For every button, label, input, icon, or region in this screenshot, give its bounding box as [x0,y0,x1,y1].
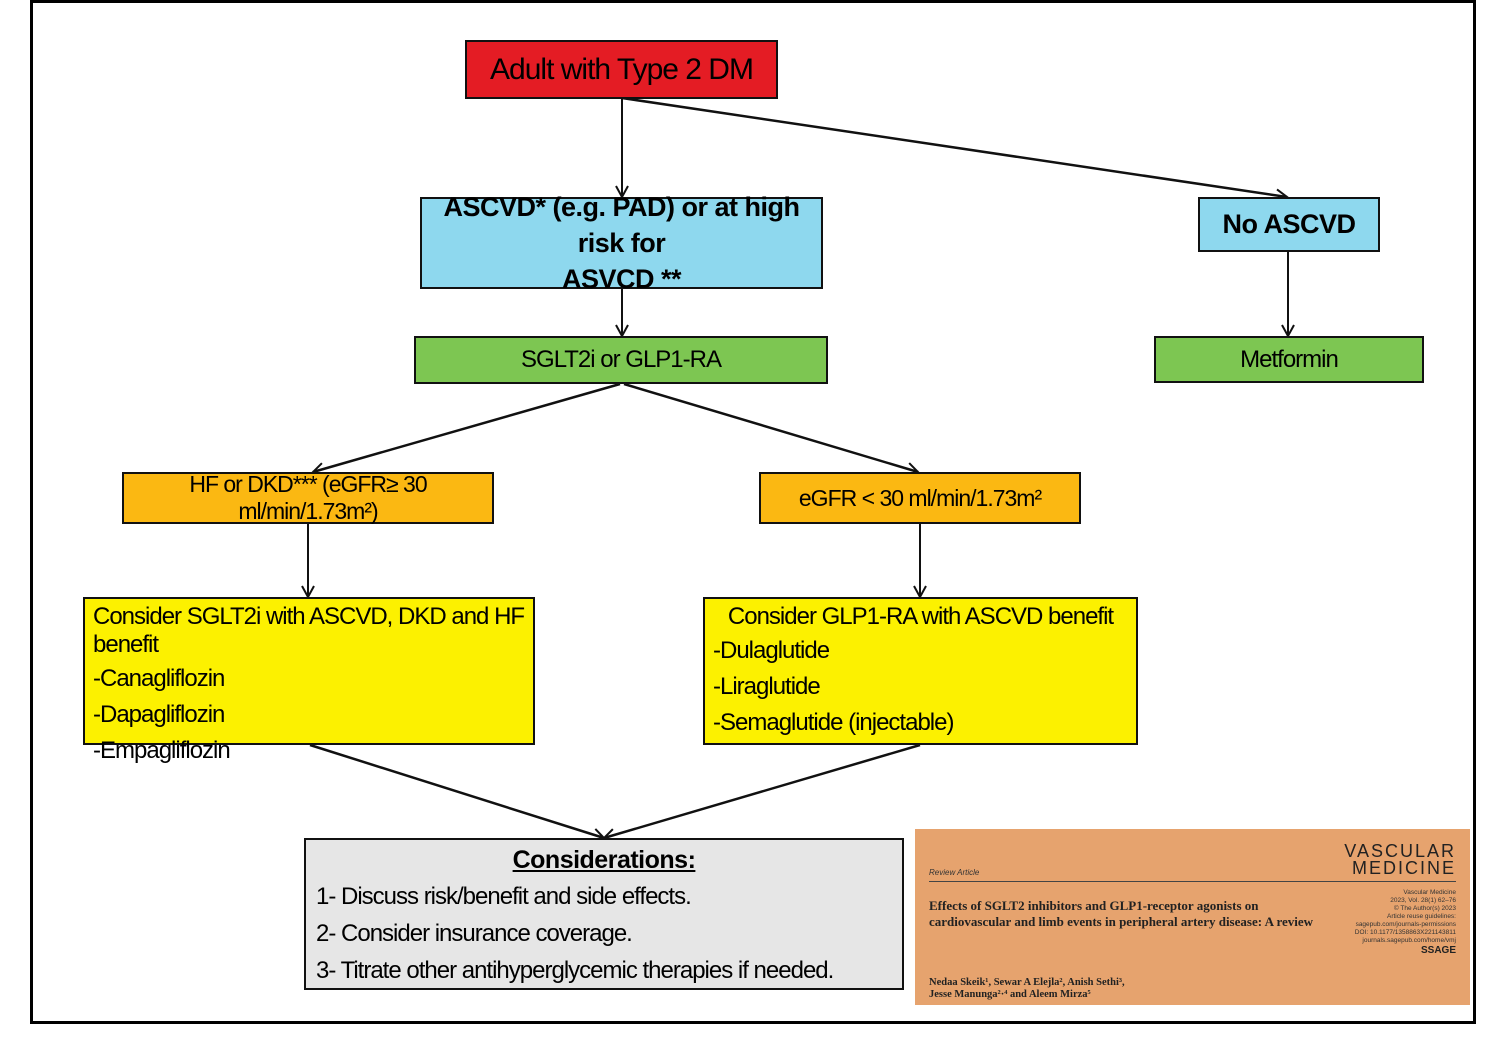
ascvd-label-line2: ASVCD ** [561,264,682,294]
journal-name-line1: VASCULAR [1344,841,1456,861]
edge-sglt2-hf [313,382,621,472]
authors-line: Jesse Manunga²·⁴ and Aleem Mirza⁵ [929,989,1091,1000]
metformin-label: Metformin [1240,345,1339,373]
sglt2-or-glp1-label: SGLT2i or GLP1-RA [521,346,722,373]
meta-line: sagepub.com/journals-permissions [1355,921,1456,928]
journal-logo: VASCULAR MEDICINE [1344,841,1456,878]
paper-title: Effects of SGLT2 inhibitors and GLP1-rec… [929,898,1314,929]
article-meta: Vascular Medicine 2023, Vol. 28(1) 62–76… [1316,889,1456,945]
edge-sglt2box-cons [309,743,604,838]
paper-authors: Nedaa Skeik¹, Sewar A Elejla², Anish Set… [929,977,1269,1001]
meta-line: © The Author(s) 2023 [1393,905,1456,912]
glp1-drug-item: -Dulaglutide [713,637,830,664]
edge-sglt2-egfr [623,382,918,472]
sglt2-drug-item: -Canagliflozin [93,665,225,692]
ascvd-node: ASCVD* (e.g. PAD) or at high risk for AS… [420,192,823,294]
journal-name-line2: MEDICINE [1351,858,1456,878]
paper-header-inset: VASCULAR MEDICINE Review Article Vascula… [915,829,1470,1005]
considerations-item: 3- Titrate other antihyperglycemic thera… [316,957,834,984]
glp1-options-box: Consider GLP1-RA with ASCVD benefit -Dul… [703,597,1138,745]
meta-line: 2023, Vol. 28(1) 62–76 [1390,897,1456,904]
article-type: Review Article [929,868,980,877]
no-ascvd-label: No ASCVD [1222,209,1356,239]
hf-dkd-label: HF or DKD*** (eGFR≥ 30 ml/min/1.73m²) [189,471,427,524]
figure-frame [30,0,1476,1024]
no-ascvd-node: No ASCVD [1198,197,1380,252]
sglt2-drug-item: -Dapagliflozin [93,701,225,728]
considerations-item: 1- Discuss risk/benefit and side effects… [316,883,692,910]
edge-glp1box-cons [604,743,921,838]
sglt2-options-box: Consider SGLT2i with ASCVD, DKD and HF b… [83,597,535,764]
considerations-box: Considerations: 1- Discuss risk/benefit … [304,838,904,990]
meta-line: journals.sagepub.com/home/vmj [1362,937,1456,944]
meta-line: Vascular Medicine [1403,889,1456,896]
edge-root-no-ascvd [621,96,1287,197]
glp1-drug-item: -Liraglutide [713,673,821,700]
sglt2-drug-item: -Empagliflozin [93,737,231,764]
hf-dkd-node: HF or DKD*** (eGFR≥ 30 ml/min/1.73m²) [122,471,494,524]
considerations-item: 2- Consider insurance coverage. [316,920,633,947]
authors-line: Nedaa Skeik¹, Sewar A Elejla², Anish Set… [929,977,1125,988]
sglt2-or-glp1-node: SGLT2i or GLP1-RA [414,336,828,384]
considerations-heading: Considerations: [512,846,696,874]
header-divider [929,881,1456,882]
glp1-options-heading: Consider GLP1-RA with ASCVD benefit [727,603,1114,630]
sglt2-options-heading: Consider SGLT2i with ASCVD, DKD and HF b… [93,603,525,658]
glp1-drug-item: -Semaglutide (injectable) [713,709,954,736]
root-node: Adult with Type 2 DM [465,40,778,99]
root-label: Adult with Type 2 DM [490,52,754,86]
ascvd-label-line1: ASCVD* (e.g. PAD) or at high risk for [443,192,800,258]
egfr-low-label: eGFR < 30 ml/min/1.73m² [798,484,1042,511]
metformin-node: Metformin [1154,336,1424,383]
publisher-logo: SSAGE [1420,945,1456,956]
meta-line: DOI: 10.1177/1358863X221143811 [1354,929,1456,936]
egfr-low-node: eGFR < 30 ml/min/1.73m² [759,472,1081,524]
meta-line: Article reuse guidelines: [1386,913,1456,920]
